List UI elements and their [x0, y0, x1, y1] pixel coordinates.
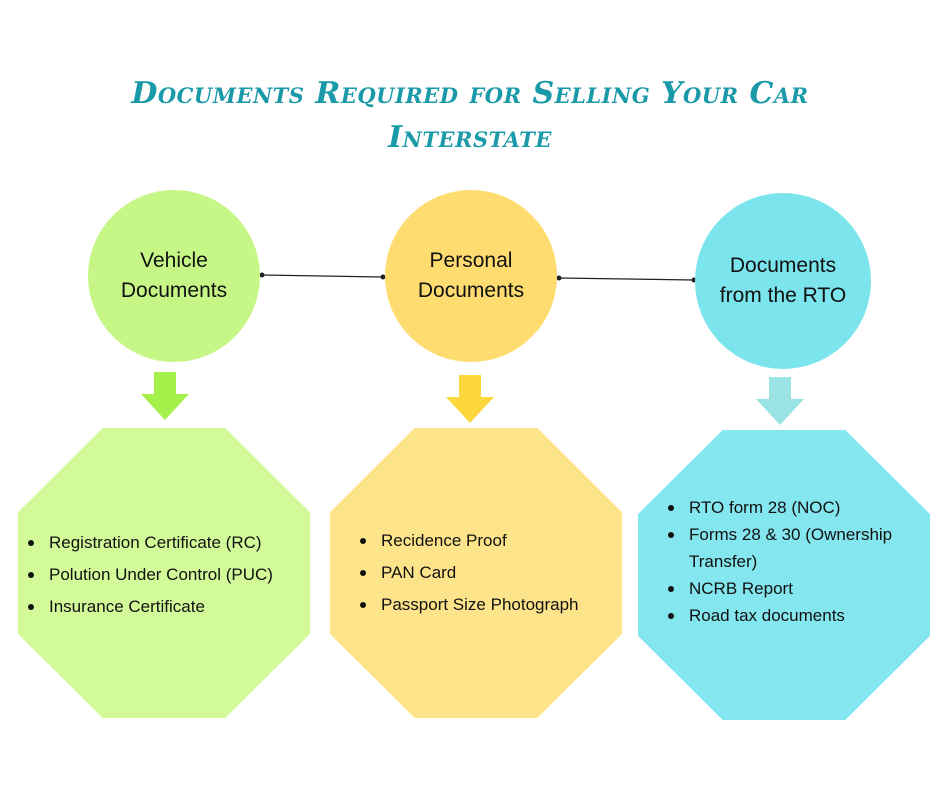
connector-dot — [259, 272, 265, 278]
list-item: PAN Card — [360, 557, 651, 589]
title-line-1: Documents Required for Selling Your Car — [131, 76, 809, 111]
list-item: RTO form 28 (NOC) — [668, 494, 940, 521]
rto-documents-octagon — [638, 430, 930, 720]
page-title: Documents Required for Selling Your Car … — [0, 72, 940, 160]
vehicle-documents-list: Registration Certificate (RC) Polution U… — [19, 527, 349, 623]
personal-documents-octagon — [330, 428, 622, 718]
vehicle-documents-circle: Vehicle Documents — [88, 190, 260, 362]
list-item: Forms 28 & 30 (Ownership Transfer) — [668, 521, 940, 575]
down-arrow-icon — [141, 372, 189, 420]
rto-documents-circle: Documents from the RTO — [695, 193, 871, 369]
personal-documents-label: Personal Documents — [417, 249, 525, 302]
connector-dot — [556, 275, 562, 281]
list-item: Road tax documents — [668, 602, 940, 629]
vehicle-documents-label: Vehicle Documents — [120, 249, 228, 302]
personal-documents-list: Recidence Proof PAN Card Passport Size P… — [351, 525, 651, 621]
connector-dot — [380, 274, 386, 280]
connector-vehicle-personal — [261, 274, 384, 278]
list-item: Polution Under Control (PUC) — [28, 559, 349, 591]
connector-personal-rto — [558, 277, 695, 281]
vehicle-documents-octagon — [18, 428, 310, 718]
rto-documents-label: Documents from the RTO — [719, 254, 847, 307]
list-item: Recidence Proof — [360, 525, 651, 557]
personal-arrow-shape — [446, 375, 494, 423]
list-item: NCRB Report — [668, 575, 940, 602]
vehicle-arrow-shape — [141, 372, 189, 420]
down-arrow-icon — [756, 377, 804, 425]
list-item: Registration Certificate (RC) — [28, 527, 349, 559]
title-line-2: Interstate — [388, 120, 552, 155]
rto-documents-list: RTO form 28 (NOC) Forms 28 & 30 (Ownersh… — [659, 494, 940, 629]
rto-arrow-shape — [756, 377, 804, 425]
down-arrow-icon — [446, 375, 494, 423]
personal-documents-circle: Personal Documents — [385, 190, 557, 362]
list-item: Insurance Certificate — [28, 591, 349, 623]
list-item: Passport Size Photograph — [360, 589, 651, 621]
